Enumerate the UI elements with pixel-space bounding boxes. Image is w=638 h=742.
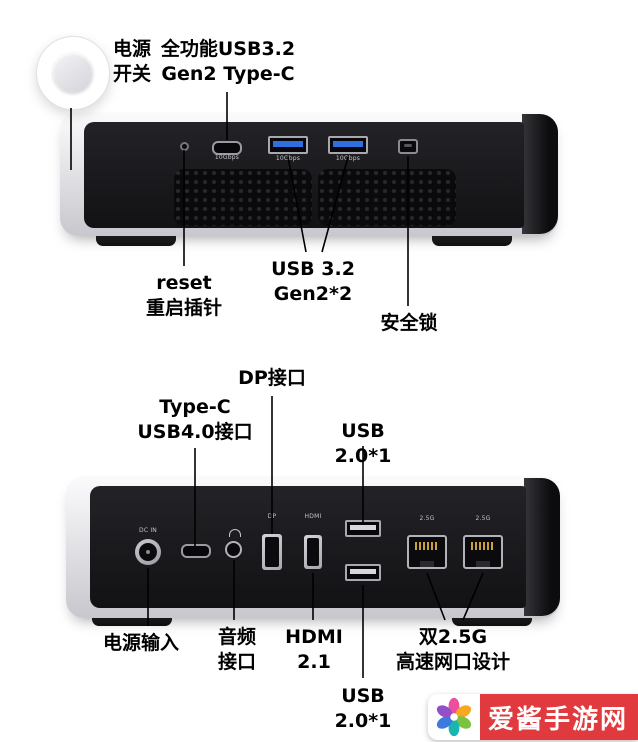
- label-usb32: USB 3.2 Gen2*2: [271, 258, 355, 306]
- power-button-inner: [53, 53, 93, 93]
- site-watermark: 爱酱手游网: [427, 694, 638, 740]
- label-dual-lan: 双2.5G 高速网口设计: [395, 626, 510, 674]
- audio-jack-port: [225, 541, 242, 558]
- usb2-port-bottom: [345, 564, 381, 581]
- lan2-caption: 2.5G: [475, 515, 491, 522]
- ethernet-port-1: [407, 535, 447, 569]
- front-side-cap: [522, 114, 558, 234]
- front-panel: 10Gbps 10Gbps 10Gbps: [84, 122, 524, 228]
- label-audio: 音频 接口: [217, 626, 256, 674]
- label-power-input: 电源输入: [102, 632, 179, 654]
- label-reset: reset 重启插针: [145, 272, 222, 320]
- power-button-icon: [36, 36, 110, 110]
- usb-c-port-front: [212, 141, 242, 155]
- label-usb20-bottom: USB 2.0*1: [334, 685, 392, 733]
- usba2-caption: 10Gbps: [335, 155, 361, 162]
- dc-power-jack: [135, 539, 161, 565]
- dc-jack-inner: [139, 543, 157, 561]
- hdmi-port: [304, 535, 322, 569]
- vent-grille-right: [318, 169, 456, 226]
- hdmi-caption: HDMI: [304, 513, 322, 520]
- dc-jack-pin: [146, 550, 150, 554]
- lan1-caption: 2.5G: [419, 515, 435, 522]
- usb-a-port-1: [268, 136, 308, 154]
- kensington-lock-slot: [398, 139, 418, 154]
- dc-caption: DC IN: [139, 527, 157, 534]
- label-power-switch: 电源 开关: [112, 38, 151, 86]
- mini-pc-front-view: 10Gbps 10Gbps 10Gbps: [60, 112, 558, 236]
- label-hdmi: HDMI 2.1: [285, 626, 343, 674]
- usb2-port-top: [345, 520, 381, 537]
- displayport-port: [262, 534, 282, 570]
- ethernet-port-2: [463, 535, 503, 569]
- watermark-text: 爱酱手游网: [479, 694, 638, 740]
- usb-c-port-rear: [181, 544, 211, 558]
- reset-pinhole: [180, 142, 189, 151]
- rear-side-cap: [524, 478, 560, 616]
- mini-pc-rear-view: DC IN DP HDMI 2.5G 2.5G: [66, 476, 560, 618]
- label-usb20-top: USB 2.0*1: [334, 420, 392, 468]
- label-front-usbc: 全功能USB3.2 Gen2 Type-C: [160, 38, 296, 86]
- label-dp: DP接口: [238, 367, 306, 389]
- rear-panel: DC IN DP HDMI 2.5G 2.5G: [90, 486, 526, 608]
- vent-grille-left: [174, 169, 312, 226]
- usba1-caption: 10Gbps: [275, 155, 301, 162]
- pinwheel-logo-icon: [427, 694, 480, 740]
- label-security-lock: 安全锁: [380, 312, 438, 334]
- dp-caption: DP: [267, 513, 277, 520]
- usbc-front-caption: 10Gbps: [214, 154, 240, 161]
- label-rear-typec: Type-C USB4.0接口: [137, 396, 253, 444]
- usb-a-port-2: [328, 136, 368, 154]
- headphone-icon: [229, 529, 241, 537]
